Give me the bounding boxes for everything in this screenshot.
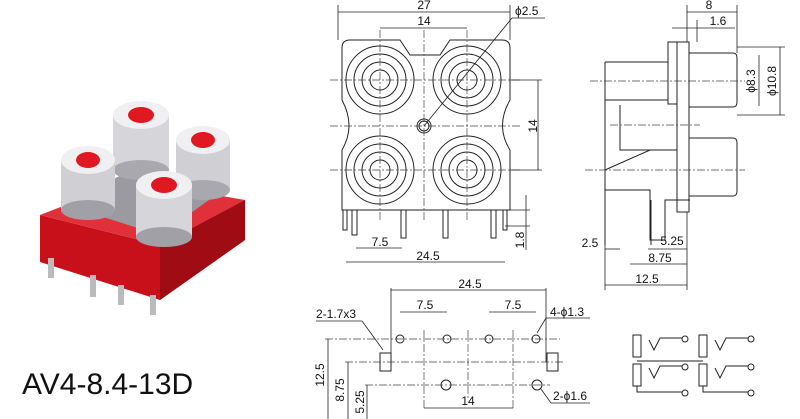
schematic-symbol <box>632 334 755 397</box>
fp-span: 24.5 <box>458 277 482 291</box>
fp-y2: 8.75 <box>333 378 347 402</box>
side-view <box>585 5 785 290</box>
dim-pin-span: 24.5 <box>416 249 440 263</box>
fp-pitch-bottom: 14 <box>461 394 475 408</box>
product-photo <box>40 101 245 315</box>
dim-hole: ϕ2.5 <box>515 4 539 18</box>
fp-pitch2: 7.5 <box>505 298 522 312</box>
dim-width: 27 <box>417 0 431 12</box>
dim-flange: 1.6 <box>710 14 727 28</box>
rca-jack <box>136 171 192 247</box>
dim-depth: 8 <box>706 0 713 12</box>
fp-holes: 4-ϕ1.3 <box>550 305 584 319</box>
dim-d: 12.5 <box>635 272 659 286</box>
dim-c: 8.75 <box>648 251 672 265</box>
pcb-footprint <box>316 288 590 419</box>
dim-pitch-v: 14 <box>526 119 540 133</box>
dim-pin-pitch: 7.5 <box>372 235 389 249</box>
dim-pitch-h: 14 <box>417 14 431 28</box>
fp-holes2: 2-ϕ1.6 <box>553 389 587 403</box>
dim-a: 2.5 <box>582 236 599 250</box>
dim-b: 5.25 <box>660 234 684 248</box>
model-name: AV4-8.4-13D <box>22 368 194 401</box>
front-view <box>330 5 545 263</box>
fp-y3: 5.25 <box>353 390 367 414</box>
rca-jack <box>61 146 115 220</box>
rca-jack <box>113 101 169 180</box>
fp-y1: 12.5 <box>313 363 327 387</box>
fp-pitch1: 7.5 <box>417 298 434 312</box>
dim-d-inner: ϕ8.3 <box>744 69 758 93</box>
fp-pads: 2-1.7x3 <box>316 307 356 321</box>
dim-d-outer: ϕ10.8 <box>765 66 779 96</box>
dim-pin-len: 1.8 <box>513 231 527 248</box>
